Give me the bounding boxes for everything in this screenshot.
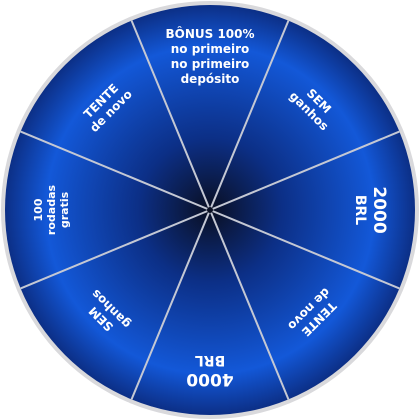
wheel-dividers [20,20,400,400]
segment-label-line: gratis [58,191,71,228]
segment-label-line: BRL [352,195,368,225]
wheel-center-hub [207,207,213,213]
segment-label-line: rodadas [45,184,58,235]
segment-divider [20,130,211,211]
segment-label-line: BÔNUS 100% [165,26,254,41]
segment-divider [209,20,290,211]
segment-divider [209,209,400,290]
segment-label-line: 4000 [186,369,233,389]
segment-label-line: BRL [195,352,225,368]
segment-label-line: 2000 [369,186,389,233]
segment-divider [209,130,400,211]
segment-divider [209,209,290,400]
segment-label-line: depósito [181,72,240,86]
segment-divider [130,20,211,211]
segment-label-line: no primeiro [171,42,250,56]
segment-label-line: 100 [32,198,45,221]
segment-label-line: no primeiro [171,57,250,71]
segment-divider [20,209,211,290]
segment-divider [130,209,211,400]
